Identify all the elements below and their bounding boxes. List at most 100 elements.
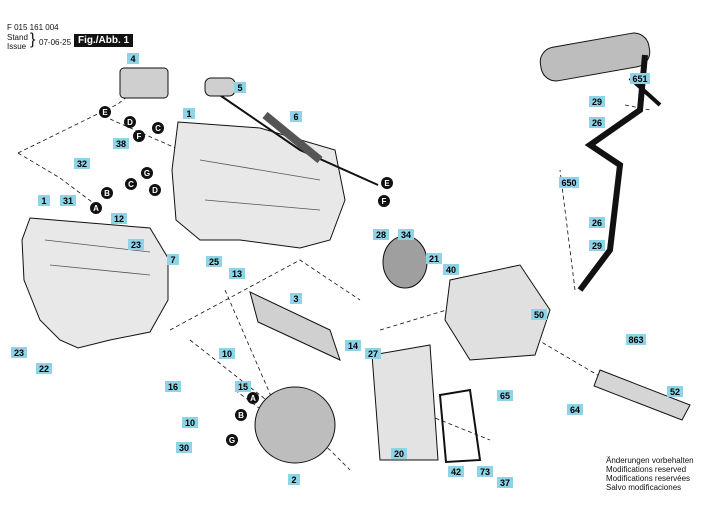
- marker-B1: B: [104, 189, 110, 198]
- label-box-26a: [589, 117, 605, 128]
- label-1a: 1: [186, 109, 191, 119]
- label-box-27: [365, 348, 381, 359]
- label-30: 30: [179, 443, 189, 453]
- label-box-3: [290, 293, 302, 304]
- label-3: 3: [293, 294, 298, 304]
- label-box-37: [497, 477, 513, 488]
- marker-C1: C: [155, 124, 161, 133]
- housing-half-left: [21, 217, 169, 349]
- label-14: 14: [348, 341, 358, 351]
- label-box-64: [567, 404, 583, 415]
- figure-badge: Fig./Abb. 1: [74, 34, 134, 47]
- label-box-38: [113, 138, 129, 149]
- label-box-22: [36, 363, 52, 374]
- label-box-16: [165, 381, 181, 392]
- marker-G1: G: [144, 169, 150, 178]
- label-863: 863: [628, 335, 643, 345]
- label-2: 2: [291, 475, 296, 485]
- label-5: 5: [237, 83, 242, 93]
- label-box-29b: [589, 240, 605, 251]
- label-box-2: [288, 474, 300, 485]
- marker-D1: D: [127, 118, 133, 127]
- stand-label: Stand: [7, 33, 28, 42]
- label-50: 50: [534, 310, 544, 320]
- notice-fr: Modifications reservées: [606, 474, 691, 483]
- label-box-14: [345, 340, 361, 351]
- label-box-21: [426, 253, 442, 264]
- label-52: 52: [670, 387, 680, 397]
- issue-date: 07-06-25: [39, 38, 72, 47]
- label-box-4: [127, 53, 139, 64]
- marker-A1: A: [93, 204, 99, 213]
- label-box-25: [206, 256, 222, 267]
- marker-E2: E: [384, 179, 390, 188]
- label-20: 20: [394, 449, 404, 459]
- gasket: [438, 388, 482, 464]
- doc-number: F 015 161 004: [7, 23, 59, 32]
- label-32: 32: [77, 159, 87, 169]
- part-number-labels: 4 5 6 1 32 31 38 1 12 23 7 25 13 3 23 22…: [11, 53, 683, 488]
- marker-C2: C: [128, 180, 134, 189]
- label-40: 40: [446, 265, 456, 275]
- label-26a: 26: [592, 118, 602, 128]
- label-28: 28: [376, 230, 386, 240]
- label-box-73: [477, 466, 493, 477]
- label-21: 21: [429, 254, 439, 264]
- label-box-50: [531, 309, 547, 320]
- marker-B2: B: [238, 411, 244, 420]
- label-13: 13: [232, 269, 242, 279]
- label-box-1b: [38, 195, 50, 206]
- label-15: 15: [238, 382, 248, 392]
- housing-half-right: [171, 121, 346, 249]
- label-29a: 29: [592, 97, 602, 107]
- label-23a: 23: [131, 240, 141, 250]
- notice-de: Änderungen vorbehalten: [606, 456, 694, 465]
- label-box-52: [667, 386, 683, 397]
- label-73: 73: [480, 467, 490, 477]
- label-42: 42: [451, 467, 461, 477]
- label-65: 65: [500, 391, 510, 401]
- cord-sleeve: [262, 111, 323, 164]
- gear-34: [382, 235, 428, 289]
- label-box-26b: [589, 217, 605, 228]
- spindle: [593, 369, 691, 421]
- brace: }: [30, 31, 36, 48]
- label-box-28: [373, 229, 389, 240]
- label-1b: 1: [41, 196, 46, 206]
- label-6: 6: [293, 112, 298, 122]
- switch: [119, 67, 169, 99]
- label-31: 31: [63, 196, 73, 206]
- gearbox-plate: [371, 344, 439, 461]
- label-box-30: [176, 442, 192, 453]
- marker-D2: D: [152, 186, 158, 195]
- label-box-10a: [219, 348, 235, 359]
- label-4: 4: [130, 54, 135, 64]
- label-29b: 29: [592, 241, 602, 251]
- label-box-23a: [128, 239, 144, 250]
- modification-notice: Änderungen vorbehalten Modifications res…: [606, 456, 694, 492]
- label-box-863: [626, 334, 646, 345]
- field-coil: [254, 386, 336, 464]
- connection-markers: E D F C B A C G D E F A B G: [90, 106, 393, 446]
- auxiliary-handle: [539, 32, 662, 292]
- notice-es: Salvo modificaciones: [606, 483, 682, 492]
- label-box-15: [235, 381, 251, 392]
- label-12: 12: [114, 214, 124, 224]
- label-37: 37: [500, 478, 510, 488]
- label-box-7: [167, 254, 179, 265]
- marker-G2: G: [229, 436, 235, 445]
- marker-F1: F: [137, 132, 142, 141]
- label-box-40: [443, 264, 459, 275]
- label-box-651: [630, 73, 650, 84]
- label-10b: 10: [185, 418, 195, 428]
- label-box-10b: [182, 417, 198, 428]
- label-22: 22: [39, 364, 49, 374]
- notice-en: Modifications reserved: [606, 465, 687, 474]
- label-box-5: [234, 82, 246, 93]
- label-box-6: [290, 111, 302, 122]
- label-651: 651: [632, 74, 647, 84]
- label-10a: 10: [222, 349, 232, 359]
- label-7: 7: [170, 255, 175, 265]
- marker-F2: F: [382, 197, 387, 206]
